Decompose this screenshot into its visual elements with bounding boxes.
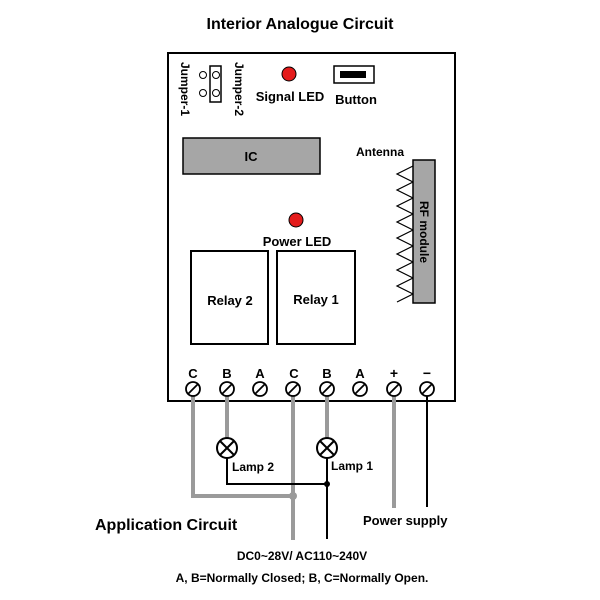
signal-led-label: Signal LED [256, 89, 325, 104]
jumper-1-label: Jumper-1 [178, 62, 192, 116]
power-supply-label: Power supply [363, 513, 448, 528]
relay-1-label: Relay 1 [293, 292, 339, 307]
source-voltage-label: DC0~28V/ AC110~240V [237, 549, 367, 563]
wiring [191, 392, 428, 540]
relay-1 [276, 250, 356, 345]
terminal-screw [185, 381, 201, 397]
button-label: Button [335, 92, 377, 107]
terminal-label: + [390, 365, 398, 381]
terminal-label: C [188, 366, 198, 381]
lamp-2-icon [216, 437, 238, 459]
button[interactable] [333, 65, 375, 84]
junction-dot [324, 481, 330, 487]
lamp-1-label: Lamp 1 [331, 459, 373, 473]
power-led [288, 212, 304, 228]
terminal-screw [419, 381, 435, 397]
antenna-label: Antenna [356, 145, 404, 159]
power-led-label: Power LED [263, 234, 332, 249]
terminal-block [185, 381, 435, 397]
lamp-1-icon [316, 437, 338, 459]
relay-2-label: Relay 2 [207, 293, 253, 308]
terminal-screw [252, 381, 268, 397]
rf-module-label: RF module [417, 201, 431, 263]
lamp-2-label: Lamp 2 [232, 460, 274, 474]
jumper-2-label: Jumper-2 [232, 62, 246, 116]
terminal-screw [352, 381, 368, 397]
signal-led [281, 66, 297, 82]
junction-dot [289, 492, 297, 500]
diagram-title: Interior Analogue Circuit [207, 16, 395, 33]
jumper-2 [209, 65, 222, 103]
terminal-label: C [289, 366, 299, 381]
receiver-board [167, 52, 456, 402]
contact-note: A, B=Normally Closed; B, C=Normally Open… [176, 571, 429, 585]
terminal-screw [386, 381, 402, 397]
ic-chip [182, 137, 321, 175]
application-circuit-label: Application Circuit [95, 517, 238, 534]
terminal-label: B [322, 366, 331, 381]
terminal-screw [319, 381, 335, 397]
antenna-coil [395, 165, 415, 303]
terminal-label: A [255, 366, 265, 381]
terminal-label: − [423, 365, 431, 381]
terminal-label: A [355, 366, 365, 381]
relay-2 [190, 250, 269, 345]
jumper-1 [199, 71, 207, 97]
terminal-screw [285, 381, 301, 397]
rf-module [412, 159, 436, 304]
terminal-labels: C B A C B A + − [188, 365, 431, 381]
terminal-label: B [222, 366, 231, 381]
terminal-screw [219, 381, 235, 397]
ic-label: IC [245, 149, 259, 164]
